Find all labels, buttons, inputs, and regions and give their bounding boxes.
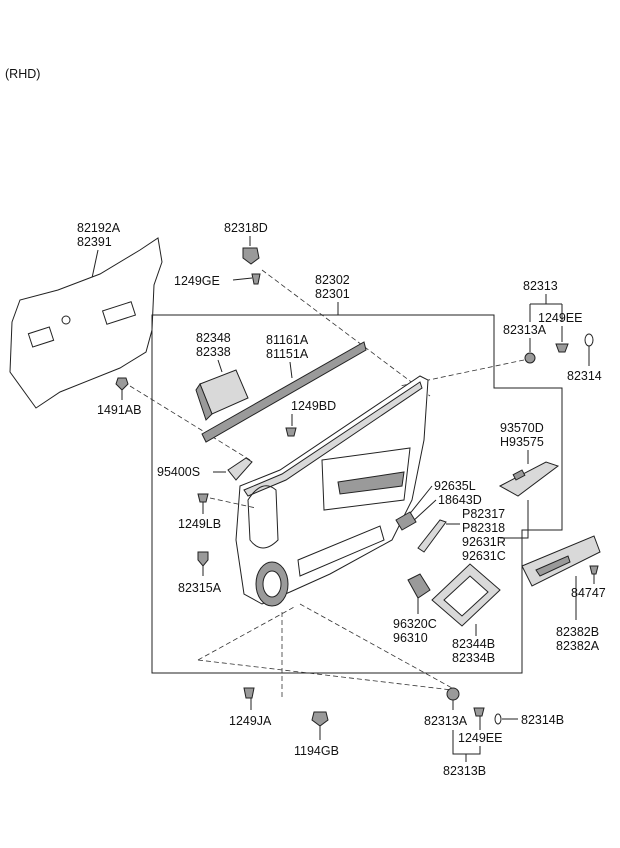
ring-82314-part	[584, 333, 594, 347]
label-82382A: 82382A	[556, 639, 600, 653]
leader-1249GE	[232, 277, 253, 281]
clip-82315A-part	[197, 551, 209, 567]
speaker-96320C-part	[407, 573, 431, 599]
label-92631C: 92631C	[462, 549, 506, 563]
grommet-82313A-bot-part	[446, 687, 460, 701]
armrest-82382B-slot	[535, 555, 571, 577]
label-1194GB: 1194GB	[294, 744, 339, 758]
pad-82348-side	[195, 382, 213, 421]
label-92635L: 92635L	[434, 479, 476, 493]
label-82314B: 82314B	[521, 713, 564, 727]
label-92631R: 92631R	[462, 535, 506, 549]
bracket-82313	[529, 294, 563, 322]
label-82302: 82302	[315, 273, 350, 287]
label-1249JA: 1249JA	[229, 714, 272, 728]
screw-1249EE-bot-part	[473, 707, 485, 717]
label-1491AB: 1491AB	[97, 403, 141, 417]
insulation-cutout-2	[101, 301, 137, 325]
grommet-82313A-top-part	[524, 352, 536, 364]
label-1249EE-top: 1249EE	[538, 311, 582, 325]
label-82391: 82391	[77, 235, 112, 249]
power-window-switch-part	[498, 461, 560, 497]
dash-1249GE	[261, 269, 431, 397]
switch-button	[512, 469, 526, 481]
insulation-sheet-part	[9, 237, 163, 409]
label-P82317: P82317	[462, 507, 505, 521]
dash-bottom-across	[197, 659, 453, 691]
door-trim-panel-part	[235, 375, 429, 605]
module-95400S-part	[227, 457, 253, 481]
label-82334B: 82334B	[452, 651, 495, 665]
door-switch-bezel	[337, 471, 405, 495]
label-82382B: 82382B	[556, 625, 599, 639]
dash-82313A-bot	[299, 603, 453, 689]
label-82301: 82301	[315, 287, 350, 301]
variant-label: (RHD)	[5, 67, 40, 81]
door-handle-recess	[247, 485, 279, 549]
label-96310: 96310	[393, 631, 428, 645]
clip-1194GB-part	[311, 711, 329, 727]
screw-1249BD-part	[285, 427, 297, 437]
door-armrest-area	[321, 447, 411, 511]
strip-P82317-part	[417, 519, 447, 553]
assembly-outline-box	[151, 314, 563, 674]
label-18643D: 18643D	[438, 493, 482, 507]
label-82313B: 82313B	[443, 764, 486, 778]
label-P82318: P82318	[462, 521, 505, 535]
screw-1249GE-part	[251, 273, 261, 285]
leader-81161A	[289, 361, 293, 379]
weatherstrip-81161A-part	[201, 341, 367, 443]
screw-1249JA-part	[243, 687, 255, 699]
label-1249LB: 1249LB	[178, 517, 221, 531]
leader-92635L	[407, 485, 433, 517]
label-1249EE-bot: 1249EE	[458, 731, 502, 745]
label-82338: 82338	[196, 345, 231, 359]
label-82314: 82314	[567, 369, 602, 383]
screw-1249LB-part	[197, 493, 209, 503]
label-96320C: 96320C	[393, 617, 437, 631]
label-82318D: 82318D	[224, 221, 268, 235]
screw-1249EE-top-part	[555, 343, 569, 353]
insulation-cutout-1	[27, 326, 55, 348]
label-82192A: 82192A	[77, 221, 121, 235]
screw-84747-part	[589, 565, 599, 575]
leader-82192A	[91, 249, 99, 279]
bracket-82313B	[452, 730, 481, 762]
label-H93575: H93575	[500, 435, 544, 449]
door-map-pocket	[297, 525, 385, 577]
dash-bottom-left	[197, 605, 297, 661]
door-trim-upper-rail	[243, 381, 423, 497]
speaker-grille-inner	[262, 570, 282, 598]
leader-93570D-tail	[500, 500, 529, 539]
leader-18643D	[411, 499, 437, 523]
label-95400S: 95400S	[157, 465, 200, 479]
clip-1491AB-part	[115, 377, 129, 391]
label-1249GE: 1249GE	[174, 274, 220, 288]
label-82344B: 82344B	[452, 637, 495, 651]
lamp-92635L-part	[395, 511, 417, 531]
label-82313: 82313	[523, 279, 558, 293]
bracket-82318D-part	[242, 247, 260, 265]
ring-82314B-part	[494, 713, 502, 725]
label-81151A: 81151A	[266, 347, 309, 361]
leader-82348	[217, 359, 223, 373]
label-81161A: 81161A	[266, 333, 309, 347]
label-82315A: 82315A	[178, 581, 222, 595]
insulation-hole	[61, 315, 71, 325]
label-82348: 82348	[196, 331, 231, 345]
pocket-82344B-inner	[443, 575, 489, 617]
label-84747: 84747	[571, 586, 606, 600]
label-82313A-bot: 82313A	[424, 714, 468, 728]
label-93570D: 93570D	[500, 421, 544, 435]
label-1249BD: 1249BD	[291, 399, 336, 413]
label-82313A-top: 82313A	[503, 323, 547, 337]
